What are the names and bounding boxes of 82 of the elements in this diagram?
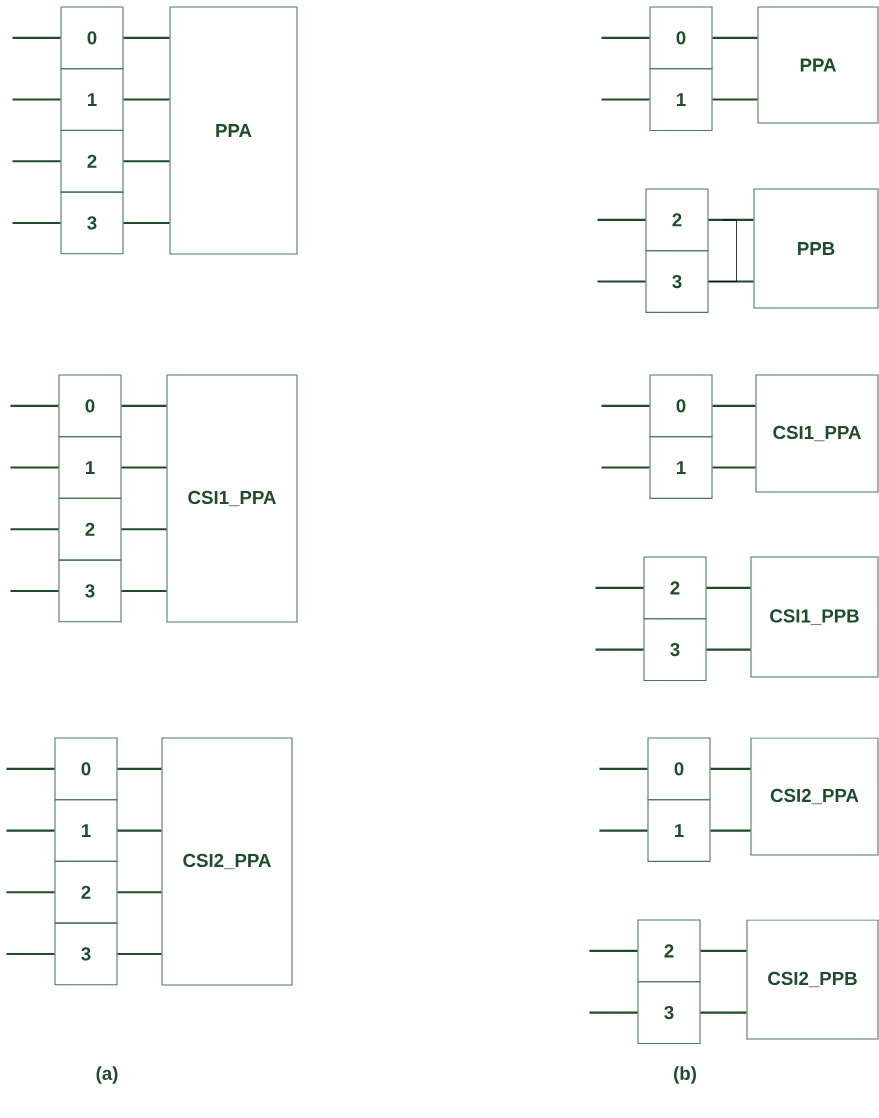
port-box: 1 — [58, 436, 122, 499]
port-box: 1 — [649, 436, 713, 499]
connector-line — [706, 586, 751, 589]
connector-line — [597, 280, 646, 283]
connector-line — [12, 160, 61, 163]
block-box: CSI2_PPA — [750, 737, 879, 856]
port-box: 0 — [54, 737, 118, 801]
port-box: 0 — [649, 374, 713, 438]
port-box: 2 — [637, 919, 701, 983]
block-box: CSI1_PPA — [755, 374, 879, 493]
block-box: PPA — [757, 6, 879, 124]
block-box: CSI2_PPA — [161, 737, 293, 986]
port-box: 0 — [60, 6, 124, 70]
port-box: 3 — [643, 618, 707, 681]
port-box: 1 — [649, 68, 713, 131]
connector-line — [117, 891, 162, 894]
port-box: 3 — [54, 922, 118, 986]
port-box: 2 — [60, 129, 124, 193]
connector-line — [121, 466, 167, 469]
block-box: CSI1_PPB — [750, 556, 879, 678]
port-box: 1 — [60, 68, 124, 131]
block-box: PPB — [753, 188, 879, 309]
connector-line — [712, 404, 756, 407]
connector-line — [12, 36, 61, 39]
connector-line — [10, 466, 59, 469]
connector-line — [121, 528, 167, 531]
connector-line — [599, 767, 648, 770]
connector-line — [6, 952, 55, 956]
connector-line — [708, 280, 754, 283]
connector-line — [117, 767, 162, 770]
connector-line — [710, 767, 751, 770]
connector-line — [121, 404, 167, 407]
port-box: 1 — [647, 799, 711, 862]
connector-line — [123, 221, 170, 225]
connector-line — [12, 221, 61, 225]
connector-line — [123, 160, 170, 163]
connector-line — [117, 952, 162, 956]
connector-line — [595, 648, 644, 651]
connector-line — [589, 949, 638, 952]
connector-line — [123, 98, 170, 101]
port-box: 2 — [643, 556, 707, 620]
connector-line — [123, 36, 170, 39]
port-box: 0 — [647, 737, 711, 801]
block-box: CSI2_PPB — [746, 919, 879, 1040]
port-box: 0 — [649, 6, 713, 70]
port-box: 3 — [58, 559, 122, 623]
port-box: 2 — [58, 497, 122, 561]
connector-line — [712, 36, 758, 39]
port-box: 3 — [60, 191, 124, 255]
connector-line — [601, 98, 650, 101]
port-box: 2 — [645, 188, 709, 252]
panel-label: (a) — [96, 1066, 118, 1084]
connector-line — [6, 767, 55, 770]
connector-line — [10, 404, 59, 407]
connector-line — [710, 829, 751, 832]
panel-label: (b) — [674, 1066, 696, 1084]
connector-line — [6, 829, 55, 832]
port-box: 3 — [637, 981, 701, 1044]
port-box: 0 — [58, 374, 122, 438]
connector-line — [601, 36, 650, 39]
connector-line — [589, 1011, 638, 1014]
connector-line — [117, 829, 162, 832]
connector-line — [601, 404, 650, 407]
connector-line — [706, 648, 751, 651]
connector-line — [700, 1011, 747, 1014]
connector-line — [601, 466, 650, 469]
connector-line — [599, 829, 648, 832]
connector-line — [121, 589, 167, 593]
block-box: CSI1_PPA — [166, 374, 298, 623]
connector-line — [597, 218, 646, 221]
port-box: 3 — [645, 250, 709, 313]
connector-line — [595, 586, 644, 589]
connector-line — [712, 98, 758, 101]
connector-line — [12, 98, 61, 101]
port-box: 2 — [54, 860, 118, 924]
connector-line — [6, 891, 55, 894]
block-box: PPA — [169, 6, 298, 255]
connector-line — [712, 466, 756, 469]
connector-line — [10, 528, 59, 531]
connector-line — [700, 949, 747, 952]
port-box: 1 — [54, 799, 118, 862]
connector-line — [10, 589, 59, 593]
